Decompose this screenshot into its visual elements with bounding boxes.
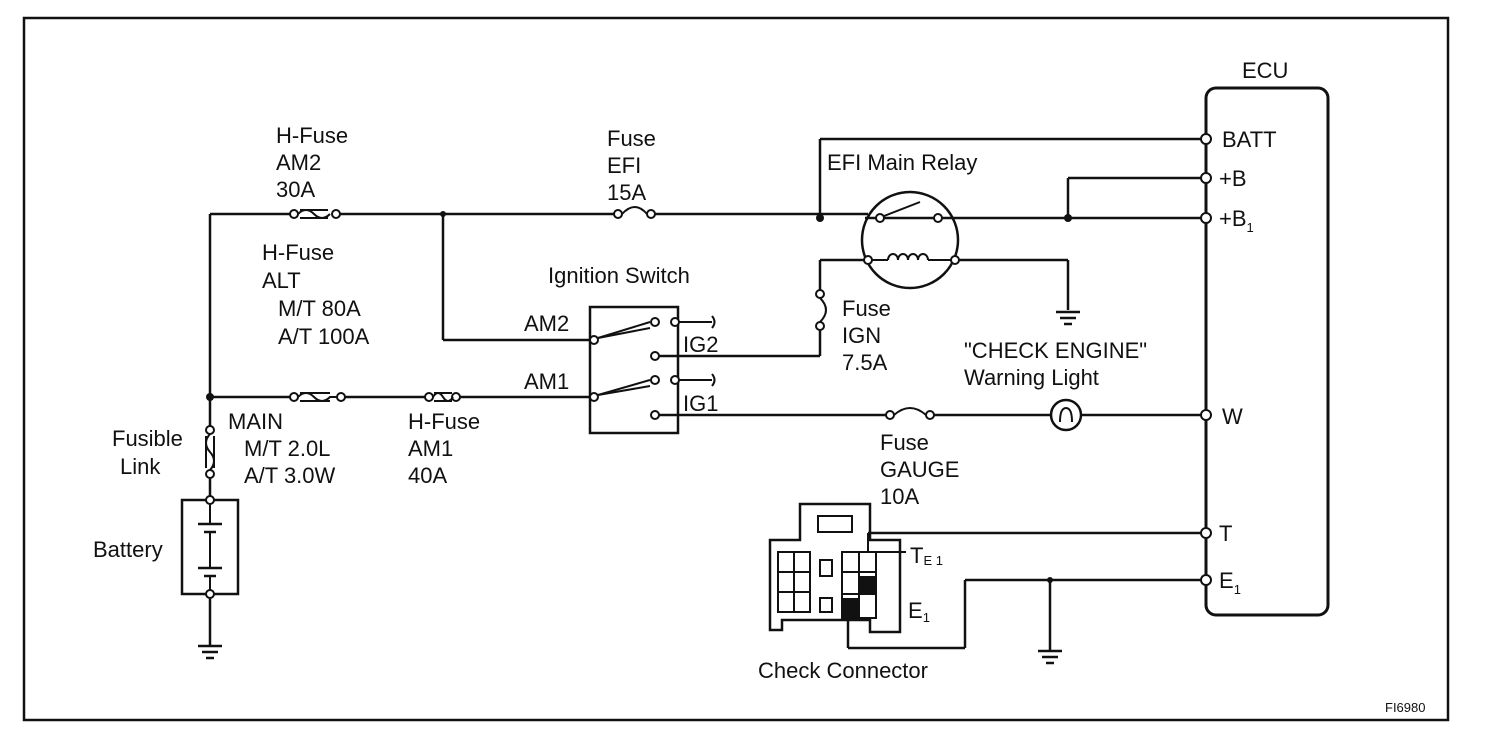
battery-label: Battery — [93, 537, 163, 562]
fusible-link-label-1: Fusible — [112, 426, 183, 451]
ignition-switch-am1: AM1 — [524, 369, 569, 394]
hfuse-alt-label-2: ALT — [262, 268, 301, 293]
junctions — [206, 211, 1072, 583]
hfuse-alt-label-4: A/T 100A — [278, 324, 370, 349]
ignition-switch-label: Ignition Switch — [548, 263, 690, 288]
hfuse-am1-label-1: H-Fuse — [408, 409, 480, 434]
ecu-terminals — [1200, 133, 1212, 586]
fuse-efi-label-2: EFI — [607, 153, 641, 178]
hfuse-am2: H-Fuse AM2 30A — [276, 123, 348, 219]
hfuse-alt-label-1: H-Fuse — [262, 240, 334, 265]
ecu-pin-w: W — [1222, 404, 1243, 429]
ignition-switch: Ignition Switch AM2 AM1 IG2 IG1 — [524, 263, 718, 435]
hfuse-alt-labels: H-Fuse ALT M/T 80A A/T 100A — [262, 240, 370, 349]
fusible-link-label-2: Link — [120, 454, 161, 479]
fuse-gauge-label-3: 10A — [880, 484, 919, 509]
ecu-pin-t: T — [1219, 521, 1232, 546]
efi-relay-label: EFI Main Relay — [827, 150, 977, 175]
wiring — [208, 137, 1206, 650]
ground-e1 — [1038, 649, 1062, 665]
ignition-switch-ig2: IG2 — [683, 332, 718, 357]
battery: Battery — [93, 495, 240, 599]
check-engine-label-1: "CHECK ENGINE" — [964, 338, 1147, 363]
fuse-ign-label-3: 7.5A — [842, 350, 888, 375]
check-connector-te1: TE 1 — [910, 543, 943, 568]
ecu-pin-e1: E1 — [1219, 568, 1241, 597]
fuse-ign-label-1: Fuse — [842, 296, 891, 321]
fuse-gauge-label-2: GAUGE — [880, 457, 959, 482]
fuse-gauge: Fuse GAUGE 10A — [880, 407, 959, 509]
ecu-pin-batt: BATT — [1222, 127, 1277, 152]
fusible-link: Fusible Link — [112, 425, 215, 479]
fuse-gauge-label-1: Fuse — [880, 430, 929, 455]
main-link-label-3: A/T 3.0W — [244, 463, 336, 488]
diagram-frame — [22, 16, 1450, 722]
hfuse-am2-label-2: AM2 — [276, 150, 321, 175]
main-link: MAIN M/T 2.0L A/T 3.0W — [228, 392, 346, 488]
hfuse-alt-label-3: M/T 80A — [278, 296, 361, 321]
fuse-efi-label-3: 15A — [607, 180, 646, 205]
fuse-efi: Fuse EFI 15A — [607, 126, 656, 219]
ground-battery — [198, 644, 222, 660]
ecu-label: ECU — [1242, 58, 1288, 83]
ignition-switch-am2: AM2 — [524, 311, 569, 336]
check-connector-e1: E1 — [908, 598, 930, 625]
check-connector-label: Check Connector — [758, 658, 928, 683]
hfuse-am2-label-3: 30A — [276, 177, 315, 202]
ecu-box: ECU BATT +B +B1 W T E1 — [1204, 58, 1330, 617]
main-link-label-2: M/T 2.0L — [244, 436, 330, 461]
fuse-efi-label-1: Fuse — [607, 126, 656, 151]
check-connector: TE 1 E1 Check Connector — [758, 502, 943, 683]
check-engine-light: "CHECK ENGINE" Warning Light — [964, 338, 1147, 432]
efi-main-relay: EFI Main Relay — [827, 150, 977, 290]
fuse-ign-label-2: IGN — [842, 323, 881, 348]
hfuse-am1-label-2: AM1 — [408, 436, 453, 461]
hfuse-am1-label-3: 40A — [408, 463, 447, 488]
ignition-switch-ig1: IG1 — [683, 391, 718, 416]
hfuse-am2-label-1: H-Fuse — [276, 123, 348, 148]
ecu-pin-plus-b1: +B1 — [1219, 206, 1254, 235]
hfuse-am1: H-Fuse AM1 40A — [408, 392, 480, 488]
ecu-pin-plus-b: +B — [1219, 166, 1247, 191]
figure-code: FI6980 — [1385, 700, 1425, 715]
check-engine-label-2: Warning Light — [964, 365, 1099, 390]
ground-relay — [1056, 310, 1080, 326]
fuse-ign: Fuse IGN 7.5A — [815, 289, 891, 375]
main-link-label-1: MAIN — [228, 409, 283, 434]
